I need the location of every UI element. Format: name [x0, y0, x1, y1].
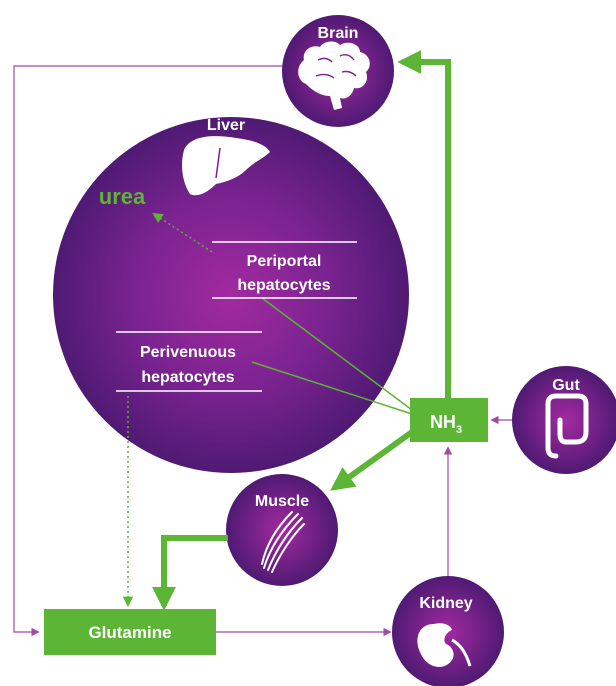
brain-label: Brain [318, 25, 359, 42]
nh3-to-periportal-line [261, 297, 413, 411]
nh3-to-muscle-arrow [330, 429, 414, 491]
kidney-label: Kidney [419, 595, 472, 612]
connector-lines [13, 65, 514, 637]
periportal-label-line2: hepatocytes [237, 277, 330, 294]
glutamine-box [44, 609, 216, 655]
nh3-label: NH3 [430, 412, 462, 436]
perivenuous-label-line2: hepatocytes [141, 369, 234, 386]
green-arrows [152, 50, 451, 611]
brain-to-glutamine-line [13, 65, 290, 637]
nh3-text: NH [430, 412, 456, 432]
periportal-to-urea-arrow [152, 212, 213, 253]
hepatocyte-lines [116, 241, 357, 392]
muscle-to-glutamine-arrow [152, 535, 228, 611]
perivenuous-label-line1: Perivenuous [140, 344, 236, 361]
kidney-icon [417, 623, 472, 667]
brain-icon [298, 41, 370, 110]
nh3-subscript: 3 [456, 424, 462, 436]
liver-label: Liver [207, 117, 245, 134]
intestine-icon [545, 393, 589, 459]
gut-label: Gut [552, 377, 580, 394]
muscle-circle [226, 474, 338, 586]
liver-uptake-lines [251, 297, 413, 415]
periportal-label-line1: Periportal [247, 253, 322, 270]
muscle-label: Muscle [255, 493, 309, 510]
nh3-box [410, 398, 488, 442]
nh3-to-perivenuous-line [251, 361, 413, 415]
dotted-arrows [122, 212, 213, 608]
urea-label: urea [99, 184, 146, 209]
nh3-to-brain-arrow [397, 50, 451, 398]
muscle-fiber-icon [261, 511, 305, 573]
liver-icon [182, 136, 270, 196]
glutamine-label: Glutamine [88, 623, 171, 642]
gut-circle [512, 366, 616, 474]
